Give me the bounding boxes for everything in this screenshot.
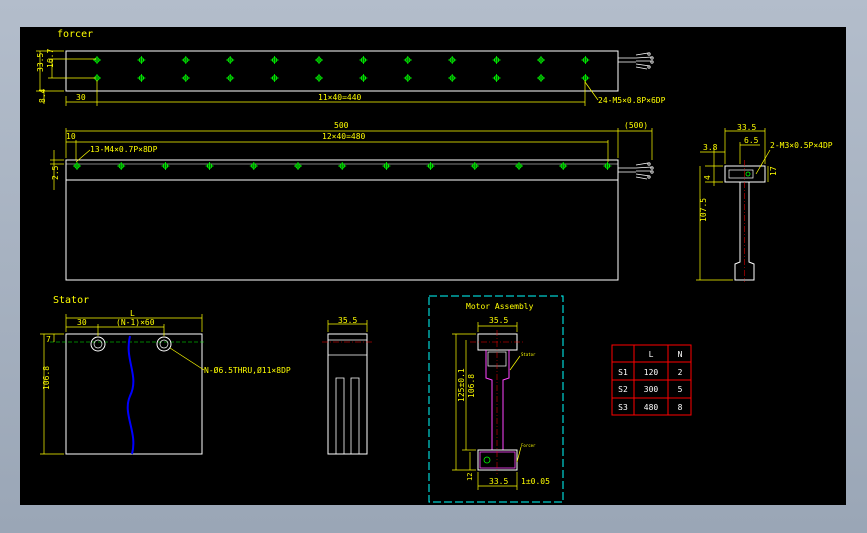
stator-dim-top: 7 bbox=[46, 335, 51, 344]
side-dim-holes: 12×40=480 bbox=[322, 132, 366, 141]
forcer-dimensions bbox=[36, 50, 599, 106]
table-cell: 8 bbox=[678, 403, 683, 412]
motor-assembly-view: Motor Assembly 35.5 125±0.1 106.8 12 bbox=[428, 295, 564, 503]
assembly-label-forcer: Forcer bbox=[521, 443, 536, 448]
table-header-L: L bbox=[649, 350, 654, 359]
forcer-cable bbox=[618, 52, 654, 70]
end-dim-right: 17 bbox=[769, 166, 778, 176]
table-cell: 2 bbox=[678, 368, 683, 377]
table-row: S1 120 2 bbox=[618, 368, 682, 377]
end-callout: 2-M3×0.5P×4DP bbox=[770, 141, 833, 150]
forcer-dim-left: 30 bbox=[76, 93, 86, 102]
side-dim-lip: 2.5 bbox=[51, 165, 60, 180]
table-cell: S3 bbox=[618, 403, 628, 412]
stator-dim-height: 106.8 bbox=[42, 366, 51, 390]
side-dimensions bbox=[50, 128, 653, 190]
table-header-row: L N bbox=[649, 350, 683, 359]
forcer-dim-holes: 11×40=440 bbox=[318, 93, 362, 102]
assembly-dim-h: 106.8 bbox=[467, 374, 476, 398]
side-cable bbox=[618, 162, 654, 180]
forcer-dim-height: 33.5 bbox=[36, 53, 45, 72]
assembly-frame bbox=[428, 295, 564, 503]
end-dim-left: 3.8 bbox=[703, 143, 718, 152]
forcer-side-view: 500 (500) 10 12×40=480 13-M4×0.7P×8DP 2.… bbox=[50, 121, 654, 281]
assembly-dim-width: 35.5 bbox=[489, 316, 508, 325]
table-cell: 300 bbox=[644, 385, 659, 394]
stator-size-table: L N S1 120 2 S2 300 5 S3 480 8 bbox=[611, 344, 692, 416]
forcer-end-view: 33.5 6.5 3.8 4 17 107.5 2-M3×0.5P×4DP bbox=[696, 123, 833, 282]
table-row: S3 480 8 bbox=[618, 403, 682, 412]
forcer-dim-offset: 8.4 bbox=[38, 88, 47, 103]
end-dim-inner: 6.5 bbox=[744, 136, 759, 145]
assembly-dim-gap: 1±0.05 bbox=[521, 477, 550, 486]
stator-callout: N-Ø6.5THRU,Ø11×8DP bbox=[204, 365, 291, 375]
end-dim-height: 107.5 bbox=[699, 198, 708, 222]
side-dim-total: 500 bbox=[334, 121, 349, 130]
stator-side-view: 35.5 bbox=[322, 316, 372, 455]
side-dim-total-ref: (500) bbox=[624, 121, 648, 130]
table-cell: 5 bbox=[678, 385, 683, 394]
assembly-title: Motor Assembly bbox=[466, 302, 534, 311]
assembly-label-stator: Stator bbox=[521, 352, 536, 357]
side-dim-left: 10 bbox=[66, 132, 76, 141]
forcer-outline bbox=[65, 50, 619, 92]
end-dim-small: 4 bbox=[703, 175, 712, 180]
forcer-title: forcer bbox=[57, 29, 93, 40]
assembly-dim-base: 33.5 bbox=[489, 477, 508, 486]
side-callout: 13-M4×0.7P×8DP bbox=[90, 145, 158, 154]
end-dim-width: 33.5 bbox=[737, 123, 756, 132]
assembly-dim-bottom: 12 bbox=[466, 473, 474, 481]
side-body bbox=[65, 179, 619, 281]
forcer-dim-pitch-v: 16.7 bbox=[46, 49, 55, 68]
stator-dim-pitch: (N-1)×60 bbox=[116, 318, 155, 327]
forcer-callout: 24-M5×0.8P×6DP bbox=[598, 96, 666, 105]
stator-side-dim-width: 35.5 bbox=[338, 316, 357, 325]
stator-title: Stator bbox=[53, 295, 89, 306]
stator-view: Stator L 30 (N-1)×60 7 106.8 N-Ø6.5THRU,… bbox=[40, 295, 291, 455]
assembly-dim-total: 125±0.1 bbox=[457, 368, 466, 402]
forcer-top-view: forcer 33.5 16.7 8.4 30 bbox=[36, 29, 666, 106]
table-cell: 480 bbox=[644, 403, 659, 412]
table-header-N: N bbox=[678, 350, 683, 359]
stator-break-curve bbox=[126, 335, 135, 455]
stator-dim-L: L bbox=[130, 309, 135, 318]
table-cell: S1 bbox=[618, 368, 628, 377]
table-cell: S2 bbox=[618, 385, 628, 394]
stator-dim-left: 30 bbox=[77, 318, 87, 327]
drawing-area bbox=[20, 27, 846, 505]
table-cell: 120 bbox=[644, 368, 659, 377]
table-row: S2 300 5 bbox=[618, 385, 682, 394]
